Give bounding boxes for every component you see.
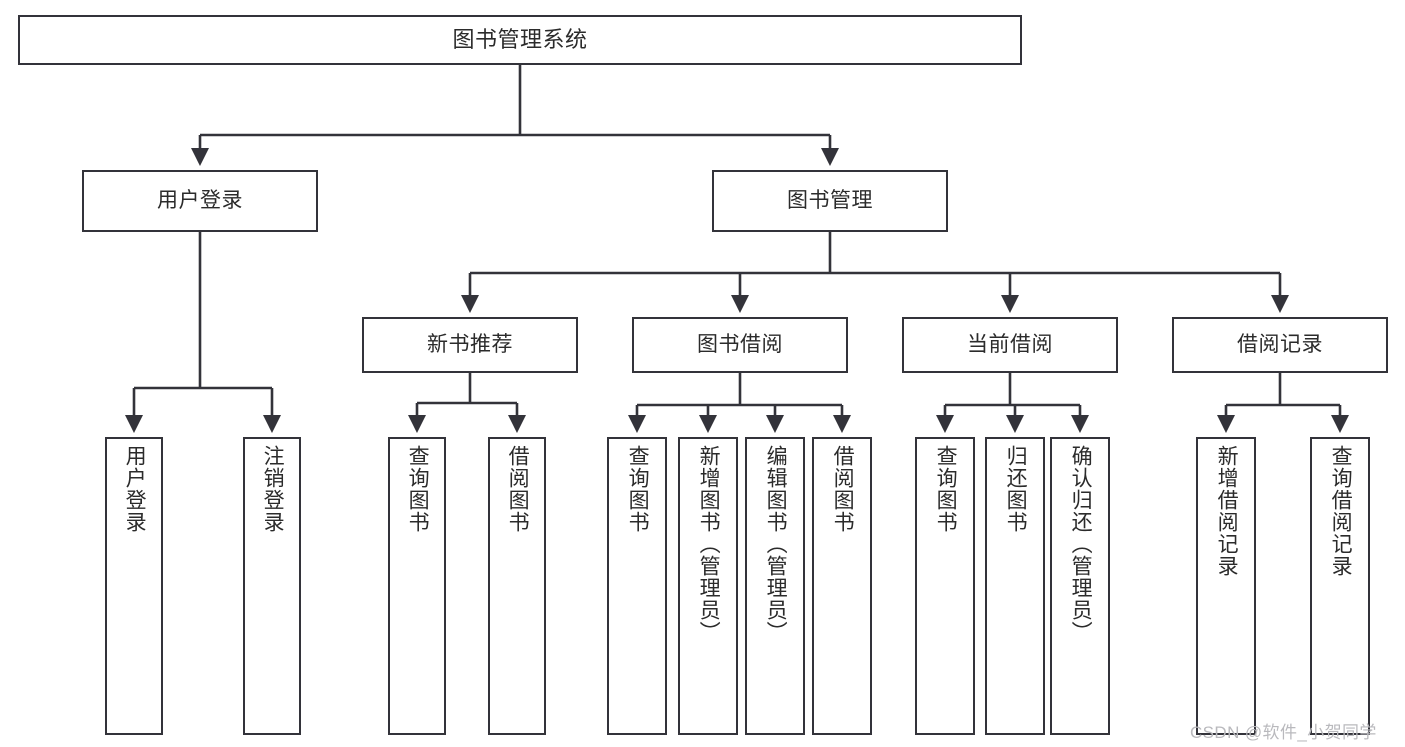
- node-leaf-edit-book-admin[interactable]: 编辑图书（管理员）: [745, 437, 805, 735]
- node-borrow-record[interactable]: 借阅记录: [1172, 317, 1388, 373]
- node-new-book-recommend-label: 新书推荐: [427, 333, 513, 357]
- node-leaf-add-borrow-record-label: 新增借阅记录: [1215, 445, 1239, 577]
- node-book-borrow[interactable]: 图书借阅: [632, 317, 848, 373]
- node-leaf-borrow-book[interactable]: 借阅图书: [812, 437, 872, 735]
- node-leaf-add-borrow-record[interactable]: 新增借阅记录: [1196, 437, 1256, 735]
- node-leaf-confirm-return-admin-label: 确认归还（管理员）: [1069, 445, 1093, 643]
- node-leaf-user-logout[interactable]: 注销登录: [243, 437, 301, 735]
- node-leaf-query-book-borrow-label: 查询图书: [626, 445, 650, 533]
- node-leaf-query-book-current-label: 查询图书: [934, 445, 958, 533]
- node-leaf-borrow-book-recommend[interactable]: 借阅图书: [488, 437, 546, 735]
- node-leaf-return-book-label: 归还图书: [1004, 445, 1028, 533]
- node-leaf-query-book-recommend-label: 查询图书: [406, 445, 430, 533]
- node-leaf-user-login-label: 用户登录: [123, 445, 147, 533]
- node-leaf-query-book-recommend[interactable]: 查询图书: [388, 437, 446, 735]
- node-current-borrow-label: 当前借阅: [967, 333, 1053, 357]
- node-leaf-query-book-current[interactable]: 查询图书: [915, 437, 975, 735]
- node-root-system-label: 图书管理系统: [452, 26, 588, 52]
- node-user-login-label: 用户登录: [157, 189, 243, 213]
- csdn-watermark-text: CSDN @软件_小贺同学: [1190, 723, 1377, 742]
- node-book-manage-label: 图书管理: [787, 189, 873, 213]
- node-leaf-add-book-admin-label: 新增图书（管理员）: [697, 445, 721, 643]
- node-leaf-user-login[interactable]: 用户登录: [105, 437, 163, 735]
- node-leaf-confirm-return-admin[interactable]: 确认归还（管理员）: [1050, 437, 1110, 735]
- node-current-borrow[interactable]: 当前借阅: [902, 317, 1118, 373]
- node-leaf-add-book-admin[interactable]: 新增图书（管理员）: [678, 437, 738, 735]
- node-leaf-user-logout-label: 注销登录: [261, 445, 285, 533]
- node-book-manage[interactable]: 图书管理: [712, 170, 948, 232]
- node-borrow-record-label: 借阅记录: [1237, 333, 1323, 357]
- node-leaf-query-borrow-record-label: 查询借阅记录: [1329, 445, 1353, 577]
- node-root-system[interactable]: 图书管理系统: [18, 15, 1022, 65]
- node-leaf-borrow-book-label: 借阅图书: [831, 445, 855, 533]
- node-leaf-edit-book-admin-label: 编辑图书（管理员）: [764, 445, 788, 643]
- node-book-borrow-label: 图书借阅: [697, 333, 783, 357]
- node-leaf-return-book[interactable]: 归还图书: [985, 437, 1045, 735]
- node-leaf-borrow-book-recommend-label: 借阅图书: [506, 445, 530, 533]
- node-leaf-query-borrow-record[interactable]: 查询借阅记录: [1310, 437, 1370, 735]
- csdn-watermark: CSDN @软件_小贺同学: [1190, 718, 1377, 743]
- node-user-login[interactable]: 用户登录: [82, 170, 318, 232]
- node-new-book-recommend[interactable]: 新书推荐: [362, 317, 578, 373]
- node-leaf-query-book-borrow[interactable]: 查询图书: [607, 437, 667, 735]
